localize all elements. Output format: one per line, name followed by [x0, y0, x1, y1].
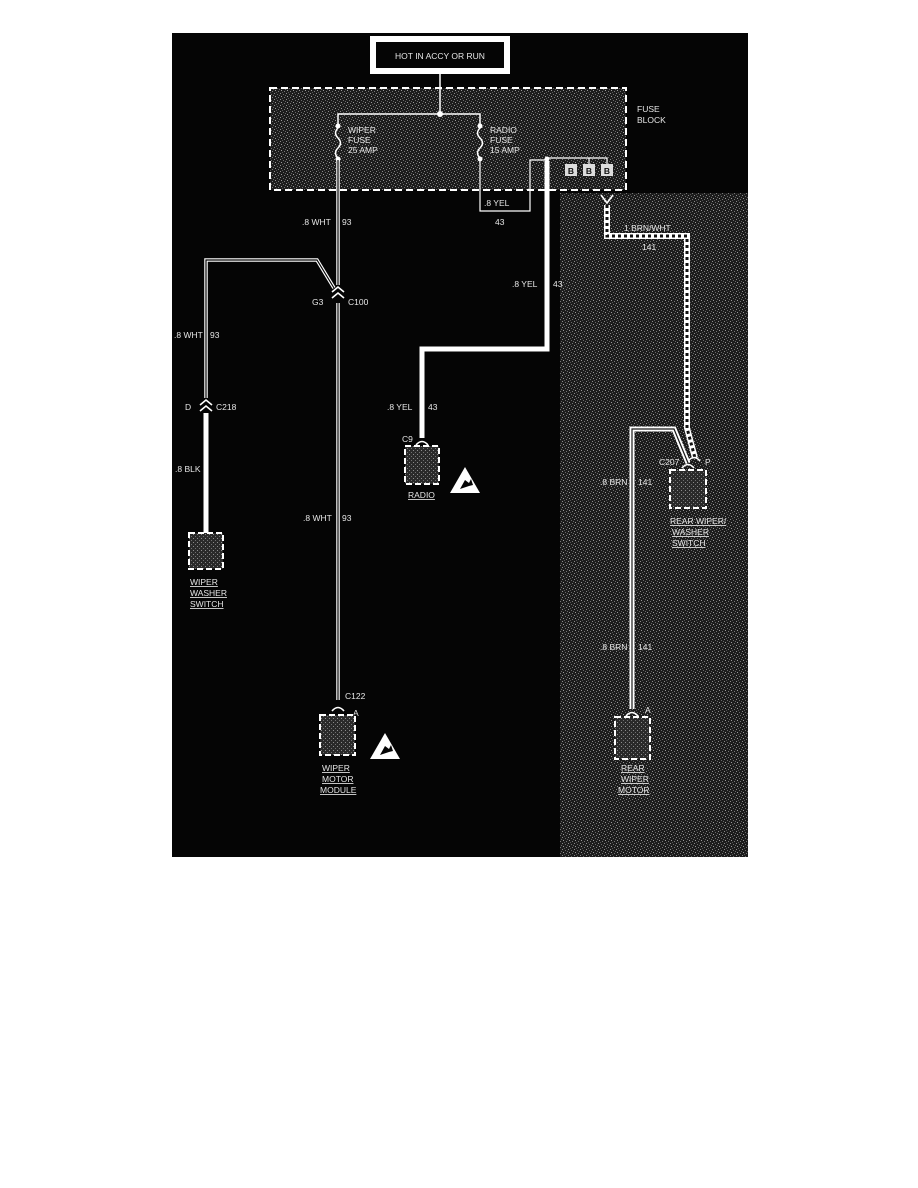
esd-warning-icon: [370, 733, 400, 759]
yel-low-wire-circuit: 43: [428, 402, 438, 412]
wiper-motor-module-label-2: MOTOR: [322, 774, 353, 784]
c100-name: C100: [348, 297, 369, 307]
wiper-washer-switch-label-2: WASHER: [190, 588, 227, 598]
rear-wiper-motor-label-2: WIPER: [621, 774, 649, 784]
c9-connector: [415, 440, 429, 446]
right-shaded-region: [560, 193, 748, 857]
yel-fuse-wire-gauge: .8 YEL: [484, 198, 510, 208]
wiper-fuse-rating: 25 AMP: [348, 145, 378, 155]
c207-name: C207: [659, 457, 680, 467]
rear-motor-connector: [625, 711, 639, 717]
fuse-block-label-2: BLOCK: [637, 115, 666, 125]
yel-fuse-wire-circuit: 43: [495, 217, 505, 227]
terminal-b-3: B: [604, 166, 610, 176]
c122-connector: [331, 706, 345, 712]
schematic-svg: HOT IN ACCY OR RUN FUSE BLOCK WIPER FUSE…: [174, 36, 748, 857]
wht-branch-wire: [204, 258, 336, 398]
brn-141-wire: [629, 426, 691, 709]
brn-wht-wire-circuit: 141: [642, 242, 656, 252]
c218-name: C218: [216, 402, 237, 412]
wiper-washer-switch-label-3: SWITCH: [190, 599, 224, 609]
yel-mid-wire-gauge: .8 YEL: [512, 279, 538, 289]
rear-wiper-washer-switch-label: REAR WIPER/: [670, 516, 727, 526]
wht-left-wire-gauge: .8 WHT: [174, 330, 203, 340]
radio-fuse-symbol: [476, 127, 484, 159]
c122-name: C122: [345, 691, 366, 701]
wiper-washer-switch: [188, 532, 224, 570]
esd-warning-icon: [450, 467, 480, 493]
power-label: HOT IN ACCY OR RUN: [395, 51, 485, 61]
radio: [404, 445, 440, 485]
brn-wire-circuit-1: 141: [638, 477, 652, 487]
wht-left-wire-circuit: 93: [210, 330, 220, 340]
wiring-diagram: HOT IN ACCY OR RUN FUSE BLOCK WIPER FUSE…: [172, 33, 748, 857]
wiper-fuse-symbol: [334, 127, 342, 159]
wiper-motor-module-label: WIPER: [322, 763, 350, 773]
rear-wiper-washer-switch-label-2: WASHER: [672, 527, 709, 537]
brn-wire-gauge-2: .8 BRN: [600, 642, 627, 652]
c218-pin: D: [185, 402, 191, 412]
yel-43-wire: [419, 161, 550, 438]
wht-mid-wire-circuit: 93: [342, 513, 352, 523]
blk-wire-gauge: .8 BLK: [175, 464, 201, 474]
c122-pin: A: [353, 708, 359, 718]
fuse-block-terminals: B B B: [565, 164, 613, 176]
fuse-block-label: FUSE: [637, 104, 660, 114]
brn-wht-141-wire: [600, 194, 698, 459]
wht-top-wire-circuit: 93: [342, 217, 352, 227]
yel-low-wire-gauge: .8 YEL: [387, 402, 413, 412]
radio-label: RADIO: [408, 490, 435, 500]
c218-connector: [199, 398, 213, 412]
rear-wiper-washer-switch-label-3: SWITCH: [672, 538, 706, 548]
terminal-b-1: B: [568, 166, 574, 176]
wiper-fuse-label-2: FUSE: [348, 135, 371, 145]
wiper-fuse-label: WIPER: [348, 125, 376, 135]
rear-wiper-washer-switch: [669, 469, 707, 509]
c207-pin: P: [705, 457, 711, 467]
radio-fuse-label-2: FUSE: [490, 135, 513, 145]
rear-wiper-motor-label-3: MOTOR: [618, 785, 649, 795]
c207-connector: [681, 463, 695, 469]
c9-name: C9: [402, 434, 413, 444]
brn-wire-circuit-2: 141: [638, 642, 652, 652]
wiper-washer-switch-label: WIPER: [190, 577, 218, 587]
radio-fuse-label: RADIO: [490, 125, 517, 135]
wht-mid-wire-gauge: .8 WHT: [303, 513, 332, 523]
c100-pin: G3: [312, 297, 324, 307]
rear-wiper-motor: [614, 716, 651, 760]
rear-motor-pin: A: [645, 705, 651, 715]
brn-wire-gauge-1: .8 BRN: [600, 477, 627, 487]
c100-connector: [331, 285, 345, 299]
brn-wht-wire-gauge: 1 BRN/WHT: [624, 223, 671, 233]
terminal-b-2: B: [586, 166, 592, 176]
radio-fuse-rating: 15 AMP: [490, 145, 520, 155]
yel-mid-wire-circuit: 43: [553, 279, 563, 289]
wiper-motor-module: [319, 714, 356, 756]
rear-wiper-motor-label: REAR: [621, 763, 645, 773]
wht-top-wire-gauge: .8 WHT: [302, 217, 331, 227]
wiper-motor-module-label-3: MODULE: [320, 785, 357, 795]
